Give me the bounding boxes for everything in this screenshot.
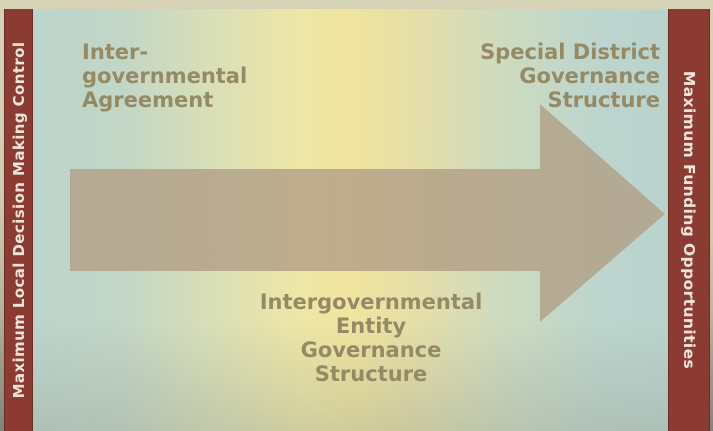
option-line: governmental [82,64,248,88]
left-axis-bar: Maximum Local Decision Making Control [4,9,33,431]
option-intergovernmental-entity: Intergovernmental Entity Governance Stru… [256,290,486,386]
option-special-district: Special District Governance Structure [480,40,660,112]
option-line: Intergovernmental [259,290,483,314]
option-line: Structure [314,362,428,386]
option-line: Agreement [82,88,214,112]
option-intergovernmental-agreement: Inter- governmental Agreement [82,40,247,112]
right-axis-label: Maximum Funding Opportunities [680,70,698,370]
arrow-shape [70,104,665,322]
right-axis-bar: Maximum Funding Opportunities [668,9,710,431]
option-line: Inter- [82,40,149,64]
option-line: Entity [335,314,407,338]
left-axis-label: Maximum Local Decision Making Control [9,41,28,399]
panel-fade [32,321,670,431]
option-line: Governance [300,338,442,362]
option-line: Special District [480,40,660,64]
option-line: Structure [547,88,660,112]
option-line: Governance [519,64,660,88]
